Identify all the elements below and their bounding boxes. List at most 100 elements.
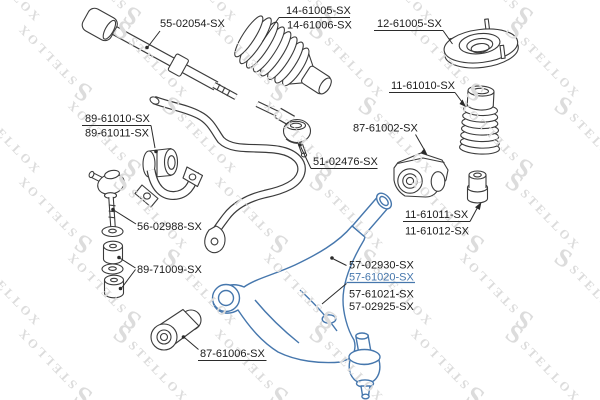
part-label-stab-bushing-a[interactable]: 89-61010-SX (85, 113, 150, 125)
leader-dot (117, 255, 121, 260)
leader-dot (181, 335, 186, 339)
leader-lines (82, 17, 482, 361)
bar-tube (152, 97, 305, 236)
part-label-control-arm-b-highlighted[interactable]: 57-61020-SX (349, 272, 414, 284)
housing-cup-line (285, 138, 307, 144)
thread-ticks (216, 83, 231, 97)
part-label-stab-link[interactable]: 56-02988-SX (137, 221, 202, 233)
bushing-sides (103, 280, 125, 293)
arm-surface-lines (254, 289, 338, 344)
housing-top-ring (285, 120, 307, 131)
part-label-control-arm-a[interactable]: 57-02930-SX (349, 260, 414, 272)
leader-dot (111, 207, 115, 212)
bar-cut-end (149, 96, 160, 105)
leader-dot (298, 143, 302, 147)
block-bore (405, 176, 415, 186)
shock-mount-bushing (466, 170, 489, 204)
balljoint-cup (348, 359, 381, 385)
arm-blade (212, 225, 366, 364)
stabilizer-bracket (134, 166, 204, 208)
block-side-cylinder (430, 171, 446, 192)
part-label-steering-boot-b[interactable]: 14-61006-SX (287, 20, 352, 32)
part-label-tie-rod-end[interactable]: 51-02476-SX (313, 156, 378, 168)
bearing-bore (466, 37, 494, 53)
part-label-strut-dust-boot[interactable]: 11-61010-SX (391, 80, 456, 92)
leader-dot (145, 45, 149, 50)
boot-large-end (234, 15, 264, 58)
top-bore (473, 172, 482, 178)
link-bushing-top (103, 274, 125, 286)
link-bushing-top (102, 240, 124, 252)
sleeve-bore (379, 195, 389, 207)
collar (167, 53, 189, 77)
bushing-hole (109, 243, 117, 249)
bar-end-hole (210, 237, 219, 246)
part-label-arm-rear-bushing[interactable]: 87-61002-SX (353, 123, 418, 135)
stud-top-face (355, 332, 369, 340)
strut-dust-boot (459, 85, 501, 155)
part-number-labels: 55-02054-SX 14-61005-SX 14-61006-SX 12-6… (85, 5, 470, 360)
part-label-stab-bushing-b[interactable]: 89-61011-SX (85, 128, 150, 140)
cap-top (467, 85, 495, 97)
bolt-thread-ticks (108, 204, 116, 219)
part-label-shock-bushing-b[interactable]: 11-61012-SX (405, 226, 470, 238)
lower-control-arm (211, 192, 393, 400)
flange-body (467, 187, 488, 199)
part-label-shock-bushing-a[interactable]: 11-61011-SX (405, 209, 469, 221)
part-label-inner-tie-rod[interactable]: 55-02054-SX (160, 18, 225, 30)
control-arm-rear-bushing (393, 152, 449, 198)
link-washer (101, 225, 124, 238)
leader-dot (118, 286, 123, 291)
cap-sides (466, 90, 495, 106)
bushing-hole (110, 277, 118, 283)
shaft-collar (167, 53, 189, 77)
end-rod (256, 102, 281, 117)
control-arm-front-bushing (150, 308, 202, 351)
leader-arrowhead (459, 99, 466, 107)
bushing-sides (102, 246, 124, 259)
bearing-inner (470, 42, 490, 54)
link-washer (101, 263, 124, 275)
part-label-control-arm-c[interactable]: 57-61021-SX (349, 289, 414, 301)
arm-front-eye-bore (217, 289, 235, 307)
leader-line (300, 146, 378, 169)
bushing-bore (167, 155, 176, 170)
leader-arrowhead (475, 202, 482, 210)
ear-hole (143, 192, 151, 200)
leader-line (389, 92, 464, 105)
stabilizer-bar (149, 95, 306, 254)
flange-sides (466, 187, 489, 199)
upper-sides (468, 175, 487, 188)
bore-ring (156, 329, 172, 345)
end-boot (275, 108, 295, 126)
leader-line (321, 258, 347, 305)
mount-stud (499, 44, 506, 60)
strut-mount (443, 18, 519, 69)
pin-end (88, 170, 95, 179)
leader-line (120, 258, 136, 288)
housing-top-bore (289, 122, 303, 129)
socket-face (102, 19, 117, 40)
upper-top (468, 170, 487, 180)
leader-line (82, 125, 156, 149)
part-label-arm-front-bushing[interactable]: 87-61006-SX (200, 348, 265, 360)
part-label-strut-mount[interactable]: 12-61005-SX (377, 18, 442, 30)
leader-line (262, 17, 350, 42)
link-bolt (109, 196, 115, 228)
leader-arrowhead (420, 148, 428, 155)
block-boss-ring (402, 173, 418, 189)
cap-bore (472, 87, 490, 95)
leader-line (184, 337, 267, 361)
part-label-steering-boot-a[interactable]: 14-61005-SX (286, 5, 351, 17)
inner-tie-rod (81, 7, 238, 100)
rod-socket-end (81, 7, 118, 42)
leader-dot (154, 149, 158, 154)
ear-hole (188, 173, 197, 181)
block-top-edge (397, 157, 445, 165)
part-label-link-bushing-kit[interactable]: 89-71009-SX (137, 264, 202, 276)
part-label-control-arm-d[interactable]: 57-02925-SX (349, 301, 414, 313)
leader-line (147, 30, 161, 48)
tie-rod-thread (212, 83, 238, 99)
